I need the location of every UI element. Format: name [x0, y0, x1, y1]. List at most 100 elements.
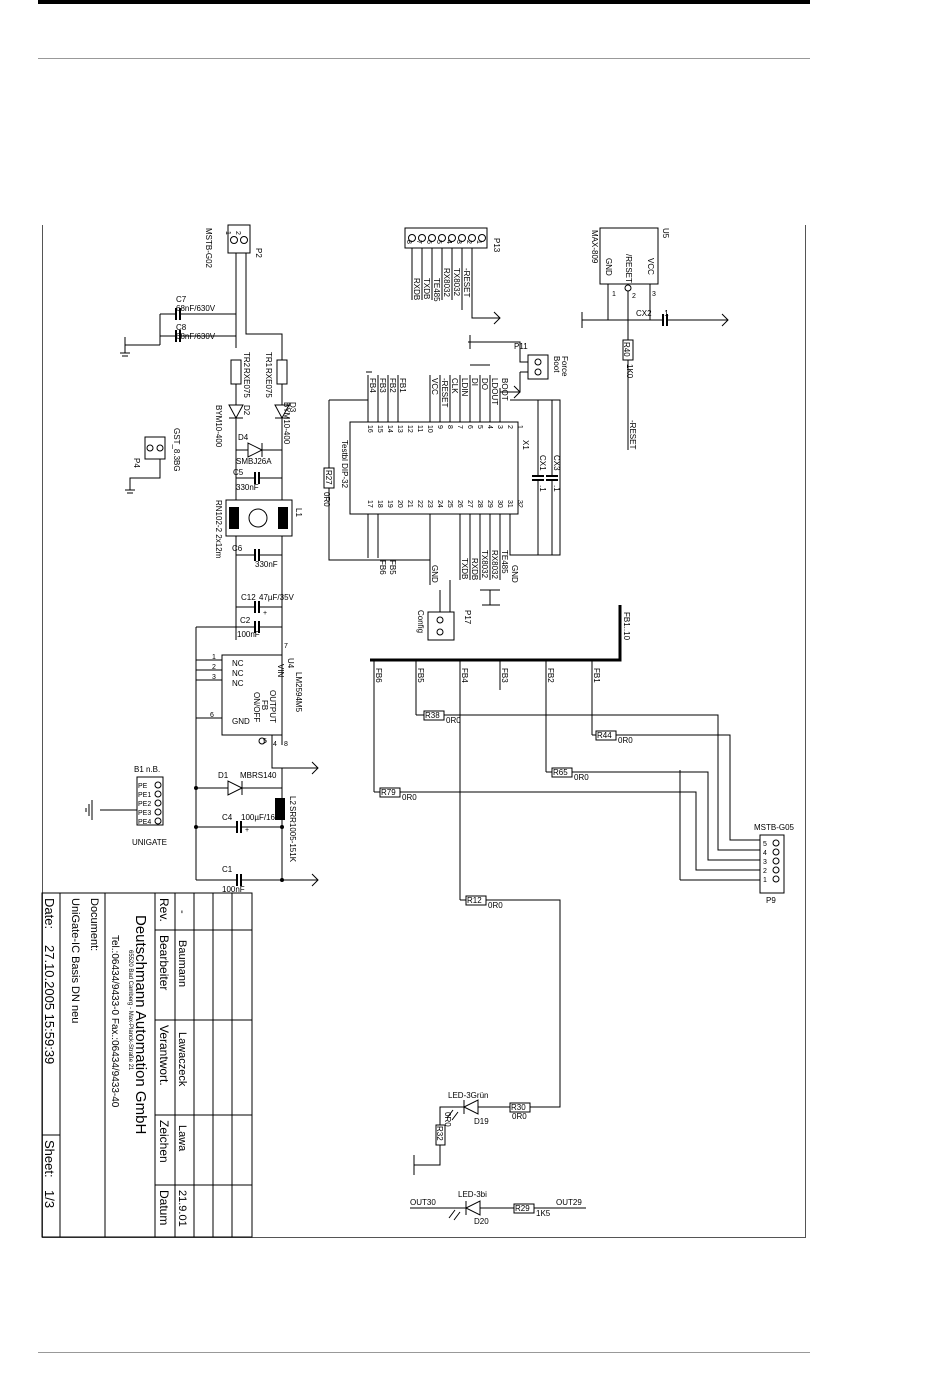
b1-pin-pe1: PE1	[138, 792, 151, 799]
l2-ref: L2	[288, 796, 297, 805]
x1-right-pin: 18	[376, 500, 383, 508]
x1-net-ldout: LDOUT	[490, 378, 499, 405]
page-footer-rule	[38, 1352, 810, 1353]
svg-text:4: 4	[273, 741, 277, 748]
r40-val: 1K0	[625, 364, 634, 379]
x1-net-fb1: FB1	[398, 378, 407, 393]
u4-pin-output: OUTPUT	[268, 690, 277, 723]
schematic-frame-bottom	[42, 1237, 806, 1238]
r27-ref: R27	[324, 470, 333, 485]
x1-right-pin: 22	[416, 500, 423, 508]
p13-net-te485: TE485	[432, 278, 441, 302]
bus-net-fb6: FB6	[374, 668, 383, 683]
r79-ref: R79	[381, 788, 396, 797]
r79-val: 0R0	[402, 793, 417, 802]
p13-pin6: 6	[425, 240, 432, 244]
p17-label: Config	[416, 610, 425, 633]
r30-ref: R30	[511, 1103, 526, 1112]
fb-bus: FB1..10 FB6 FB5 FB4 FB3 FB2 FB1	[370, 605, 631, 900]
x1-right-pin: 24	[436, 500, 443, 508]
c7-ref: C7	[176, 295, 187, 304]
connector-p13: 8 7 6 5 4 3 2 1 P13 RXDB TXDB TE485 RX80…	[404, 227, 501, 325]
x1-left-pin: 11	[416, 425, 423, 432]
tb-header-bearbeiter: Bearbeiter	[157, 935, 171, 990]
x1-left-pin: 12	[406, 425, 413, 433]
c8-ref: C8	[176, 323, 187, 332]
tb-zeichen: Lawa	[176, 1125, 188, 1152]
p13-net-txdb: TXDB	[422, 278, 431, 299]
l1-part: RN102-2 2x12m	[214, 500, 223, 559]
p2-body	[227, 224, 251, 254]
c7-val: 68nF/630V	[176, 304, 216, 313]
x1-net-te485: TE485	[500, 550, 509, 574]
title-block: Rev. Bearbeiter Verantwort. Zeichen Datu…	[41, 892, 253, 1238]
c2-ref: C2	[240, 616, 251, 625]
r30-val: 0R0	[512, 1112, 527, 1121]
tb-doc-name: UniGate-IC Basis DN neu	[69, 898, 81, 1023]
tr1-part: RXE075	[264, 368, 273, 398]
c6-ref: C6	[232, 544, 243, 553]
c5-val: 330nF	[236, 483, 259, 492]
x1-right-pin: 19	[386, 500, 393, 508]
u5-pin-gnd: GND	[604, 258, 613, 276]
bus-resistors: R38 0R0 R44 0R0 R65 0R0 R79 0R0 R12 0R0	[374, 710, 760, 1108]
r29-val: 1K5	[536, 1209, 551, 1218]
x1-right-pin: 30	[496, 500, 503, 508]
x1-net-gnd: GND	[430, 565, 439, 583]
u4-pin-nc2: NC	[232, 669, 244, 678]
x1-part: Testbl DIP-32	[340, 440, 349, 489]
svg-text:2: 2	[632, 293, 636, 300]
tb-header-rev: Rev.	[157, 898, 171, 922]
u4-pin-nc1: NC	[232, 659, 244, 668]
caps-c6-c12-c2: C6 330nF C12 47µF/35V + C2 100nF 7	[195, 544, 295, 880]
tb-company: Deutschmann Automation GmbH	[132, 915, 149, 1134]
p9-pin4: 4	[763, 850, 767, 857]
r29-ref: R29	[515, 1204, 530, 1213]
tb-datum: 21.9.01	[176, 1190, 188, 1227]
r65-val: 0R0	[574, 773, 589, 782]
tb-bearbeiter: Baumann	[176, 940, 188, 987]
p2-pin2: 2	[234, 231, 241, 235]
x1-net-txdb: TXDB	[460, 558, 469, 579]
svg-text:2: 2	[212, 664, 216, 671]
x1-left-pin: 16	[366, 425, 373, 433]
r38-val: 0R0	[446, 716, 461, 725]
p11-label2: Boot	[552, 356, 561, 373]
x1-right-pin: 28	[476, 500, 483, 508]
p11-ref: P11	[514, 342, 528, 351]
x1-left-pin: 6	[466, 425, 473, 429]
x1-net-reset: -RESET	[440, 378, 449, 407]
svg-text:1: 1	[212, 654, 216, 661]
d19-part: LED-3Grün	[448, 1091, 488, 1100]
x1-left-pin: 10	[426, 425, 433, 433]
tb-sheet-label: Sheet:	[42, 1140, 57, 1178]
c6-val: 330nF	[255, 560, 278, 569]
d4-part: SMBJ26A	[236, 457, 272, 466]
protection-diodes: TR2 RXE075 TR1 RXE075 D2 BYM10-400 D3 BY…	[214, 352, 297, 510]
r12-ref: R12	[467, 896, 482, 905]
caps-cx1-cx3: CX1 .1 CX3 .1	[532, 400, 561, 555]
tb-address: 65520 Bad Camberg - Max-Planck-Straße 21	[127, 950, 133, 1071]
x1-net-fb6: FB6	[378, 560, 387, 575]
u5-pin-vcc: VCC	[646, 258, 655, 275]
d3-ref: D3	[288, 402, 297, 413]
led-d20: LED-3bi D20 R29 1K5 OUT30 OUT29	[410, 1190, 586, 1226]
x1-net-fb4: FB4	[368, 378, 377, 393]
x1-net-rxdb: RXDB	[470, 558, 479, 580]
x1-left-pin: 5	[476, 425, 483, 429]
p13-pin8: 8	[405, 240, 412, 244]
x1-net-do: DO	[480, 378, 489, 390]
x1-right-pin: 20	[396, 500, 403, 508]
x1-left-pin: 2	[506, 425, 513, 429]
p9-pin5: 5	[763, 841, 767, 848]
u5-part: MAX-809	[590, 230, 599, 264]
u5-ref: U5	[661, 228, 670, 239]
connector-p4: GST_8.3BG P4	[125, 428, 181, 494]
x1-net-di: DI	[470, 378, 479, 386]
r32-ref: R32	[435, 1126, 444, 1141]
x1-net-fb3: FB3	[378, 378, 387, 393]
tb-sheet: 1/3	[42, 1190, 57, 1208]
